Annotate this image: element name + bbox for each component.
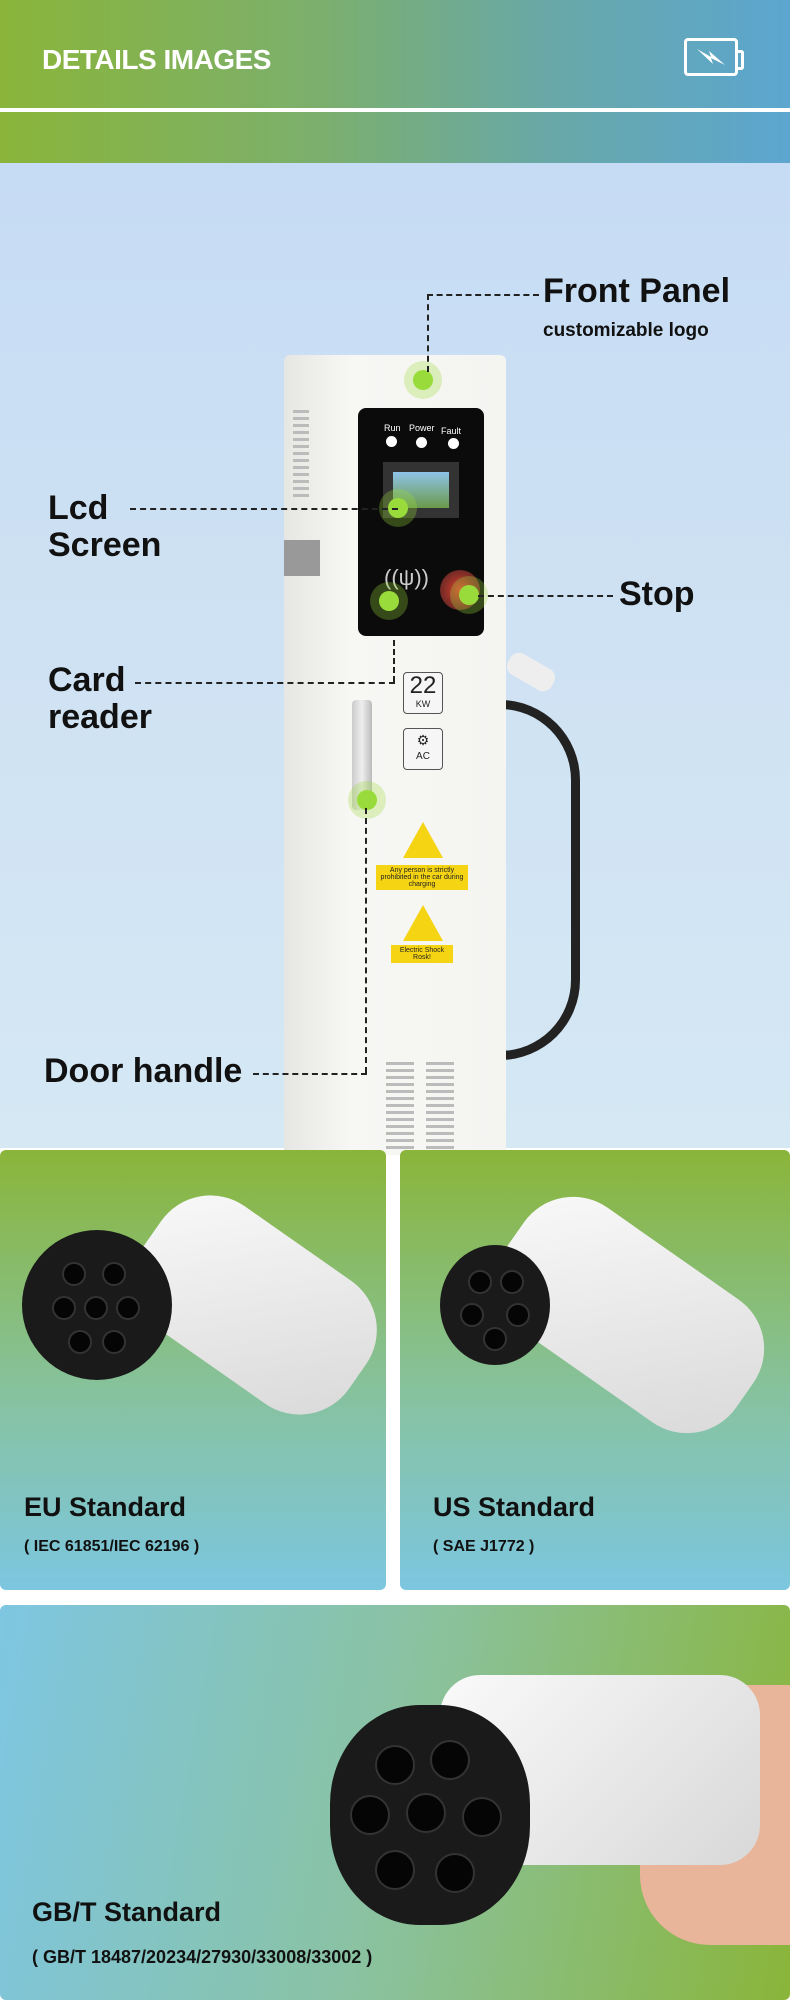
header-banner	[0, 0, 790, 163]
us-standard-spec: ( SAE J1772 )	[433, 1538, 535, 1555]
warning-label-shock: Electric Shock Rosk!	[391, 945, 453, 963]
callout-door-handle: Door handle	[44, 1052, 243, 1090]
leader-lcd	[130, 508, 398, 510]
leader-card-v	[393, 640, 395, 682]
us-standard-title: US Standard	[433, 1492, 596, 1522]
leader-door-v	[365, 808, 367, 1073]
warning-label-occupant: Any person is strictly prohibited in the…	[376, 865, 468, 890]
run-led	[386, 436, 397, 447]
power-unit: KW	[415, 699, 431, 709]
leader-front-panel-v	[427, 294, 429, 372]
rfid-icon: ((ψ))	[384, 565, 429, 590]
eu-plug-face	[22, 1230, 172, 1380]
eu-standard-title: EU Standard	[24, 1492, 187, 1522]
callout-stop: Stop	[619, 575, 695, 613]
leader-card-h	[135, 682, 395, 684]
callout-dot-card	[379, 591, 399, 611]
power-rating-badge: 22 KW	[403, 672, 443, 714]
callout-lcd-line1: Lcd	[48, 489, 109, 527]
us-plug-face	[440, 1245, 550, 1365]
callout-card-line2: reader	[48, 698, 152, 736]
leader-door-h	[253, 1073, 367, 1075]
leader-stop	[478, 595, 613, 597]
led-label-run: Run	[384, 423, 401, 433]
ac-type-badge: ⚙ AC	[403, 728, 443, 770]
callout-card-line1: Card	[48, 661, 126, 699]
power-value: 22	[409, 672, 437, 699]
eu-standard-card: EU Standard ( IEC 61851/IEC 62196 )	[0, 1150, 386, 1590]
callout-front-panel: Front Panel	[543, 272, 731, 310]
eu-standard-spec: ( IEC 61851/IEC 62196 )	[24, 1538, 200, 1555]
us-standard-card: US Standard ( SAE J1772 )	[400, 1150, 790, 1590]
warning-icon	[403, 822, 443, 858]
callout-dot-lcd	[388, 498, 408, 518]
shock-warning-icon	[403, 905, 443, 941]
door-handle	[352, 700, 372, 810]
header-divider	[0, 108, 790, 112]
gbt-standard-card: GB/T Standard ( GB/T 18487/20234/27930/3…	[0, 1605, 790, 2000]
gbt-standard-title: GB/T Standard	[32, 1897, 222, 1927]
gbt-plug-face	[330, 1705, 530, 1925]
side-plate	[284, 540, 320, 576]
connector-icon: ⚙	[416, 732, 430, 748]
led-label-fault: Fault	[441, 426, 462, 436]
led-label-power: Power	[409, 423, 435, 433]
leader-front-panel-h	[427, 294, 539, 296]
bottom-vent-left	[386, 1062, 414, 1152]
callout-dot-stop	[459, 585, 479, 605]
bottom-vent-right	[426, 1062, 454, 1152]
fault-led	[448, 438, 459, 449]
callout-front-panel-sub: customizable logo	[543, 320, 709, 341]
callout-dot-front-panel	[413, 370, 433, 390]
callout-dot-door	[357, 790, 377, 810]
section-title: DETAILS IMAGES	[42, 44, 271, 75]
power-led	[416, 437, 427, 448]
gbt-standard-spec: ( GB/T 18487/20234/27930/33008/33002 )	[32, 1947, 373, 1967]
ac-label: AC	[416, 751, 430, 762]
callout-lcd-line2: Screen	[48, 526, 162, 564]
side-vent	[293, 410, 309, 500]
battery-charging-icon	[684, 38, 744, 76]
charging-cable	[470, 700, 580, 1060]
